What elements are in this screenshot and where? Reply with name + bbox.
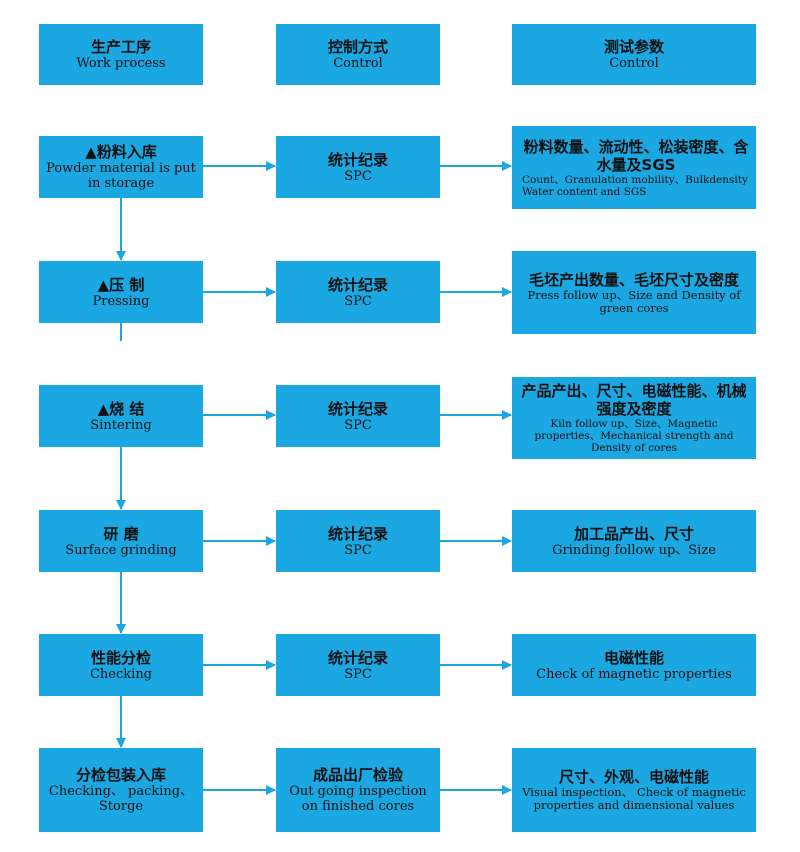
process-step-pressing: ▲压 制 Pressing [39, 261, 203, 323]
control-zh: 统计纪录 [327, 150, 388, 169]
process-step-checking: 性能分检 Checking [39, 634, 203, 696]
header-control-en: Control [333, 56, 383, 71]
params-step-6: 尺寸、外观、电磁性能 Visual inspection、 Check of m… [512, 748, 756, 832]
process-zh: 性能分检 [90, 648, 151, 667]
params-step-5: 电磁性能 Check of magnetic properties [512, 634, 756, 696]
header-control-zh: 控制方式 [327, 38, 388, 56]
header-test-params-zh: 测试参数 [603, 38, 664, 56]
control-en: Out going inspection on finished cores [289, 784, 427, 814]
process-zh: ▲烧 结 [97, 399, 145, 418]
params-zh: 加工品产出、尺寸 [573, 524, 694, 543]
control-step-2: 统计纪录 SPC [276, 261, 440, 323]
control-step-3: 统计纪录 SPC [276, 385, 440, 447]
params-zh: 毛坯产出数量、毛坯尺寸及密度 [528, 270, 739, 289]
params-en: Press follow up、Size and Density of gree… [527, 287, 741, 315]
params-en: Grinding follow up、Size [552, 542, 716, 558]
process-step-powder-storage: ▲粉料入库 Powder material is put in storage [39, 136, 203, 198]
control-en: SPC [344, 293, 372, 309]
process-step-packing-storage: 分检包装入库 Checking、 packing、 Storge [39, 748, 203, 832]
control-zh: 统计纪录 [327, 275, 388, 294]
params-en: Count、Granulation mobility、Bulkdensity W… [522, 173, 748, 198]
control-en: SPC [344, 168, 372, 184]
process-step-grinding: 研 磨 Surface grinding [39, 510, 203, 572]
params-step-1: 粉料数量、流动性、松装密度、含水量及SGS Count、Granulation … [512, 126, 756, 209]
control-en: SPC [344, 666, 372, 682]
params-zh: 尺寸、外观、电磁性能 [558, 768, 709, 786]
control-zh: 成品出厂检验 [312, 766, 403, 784]
header-work-process-en: Work process [76, 56, 166, 71]
header-work-process-zh: 生产工序 [90, 38, 151, 56]
control-step-4: 统计纪录 SPC [276, 510, 440, 572]
control-step-5: 统计纪录 SPC [276, 634, 440, 696]
process-en: Surface grinding [65, 542, 177, 558]
process-step-sintering: ▲烧 结 Sintering [39, 385, 203, 447]
header-control: 控制方式 Control [276, 24, 440, 85]
params-en: Check of magnetic properties [536, 666, 732, 682]
header-work-process: 生产工序 Work process [39, 24, 203, 85]
control-step-1: 统计纪录 SPC [276, 136, 440, 198]
params-zh: 粉料数量、流动性、松装密度、含水量及SGS [523, 137, 749, 174]
params-en: Kiln follow up、Size、Magnetic properties、… [534, 418, 734, 454]
process-zh: ▲压 制 [97, 275, 145, 294]
process-zh: 研 磨 [103, 524, 139, 543]
control-zh: 统计纪录 [327, 524, 388, 543]
control-en: SPC [344, 417, 372, 433]
process-zh: 分检包装入库 [75, 766, 166, 784]
params-step-3: 产品产出、尺寸、电磁性能、机械强度及密度 Kiln follow up、Size… [512, 377, 756, 459]
control-en: SPC [344, 542, 372, 558]
process-en: Powder material is put in storage [46, 161, 196, 191]
params-en: Visual inspection、 Check of magnetic pro… [522, 785, 746, 812]
params-zh: 产品产出、尺寸、电磁性能、机械强度及密度 [521, 382, 747, 418]
params-step-4: 加工品产出、尺寸 Grinding follow up、Size [512, 510, 756, 572]
params-zh: 电磁性能 [603, 648, 664, 667]
process-zh: ▲粉料入库 [85, 143, 157, 161]
process-en: Checking [89, 666, 153, 682]
control-zh: 统计纪录 [327, 648, 388, 667]
params-step-2: 毛坯产出数量、毛坯尺寸及密度 Press follow up、Size and … [512, 251, 756, 334]
process-en: Checking、 packing、 Storge [48, 784, 194, 814]
process-en: Pressing [92, 293, 150, 309]
header-test-params-en: Control [609, 56, 659, 71]
header-test-params: 测试参数 Control [512, 24, 756, 85]
control-zh: 统计纪录 [327, 399, 388, 418]
control-step-6: 成品出厂检验 Out going inspection on finished … [276, 748, 440, 832]
process-en: Sintering [90, 417, 152, 433]
